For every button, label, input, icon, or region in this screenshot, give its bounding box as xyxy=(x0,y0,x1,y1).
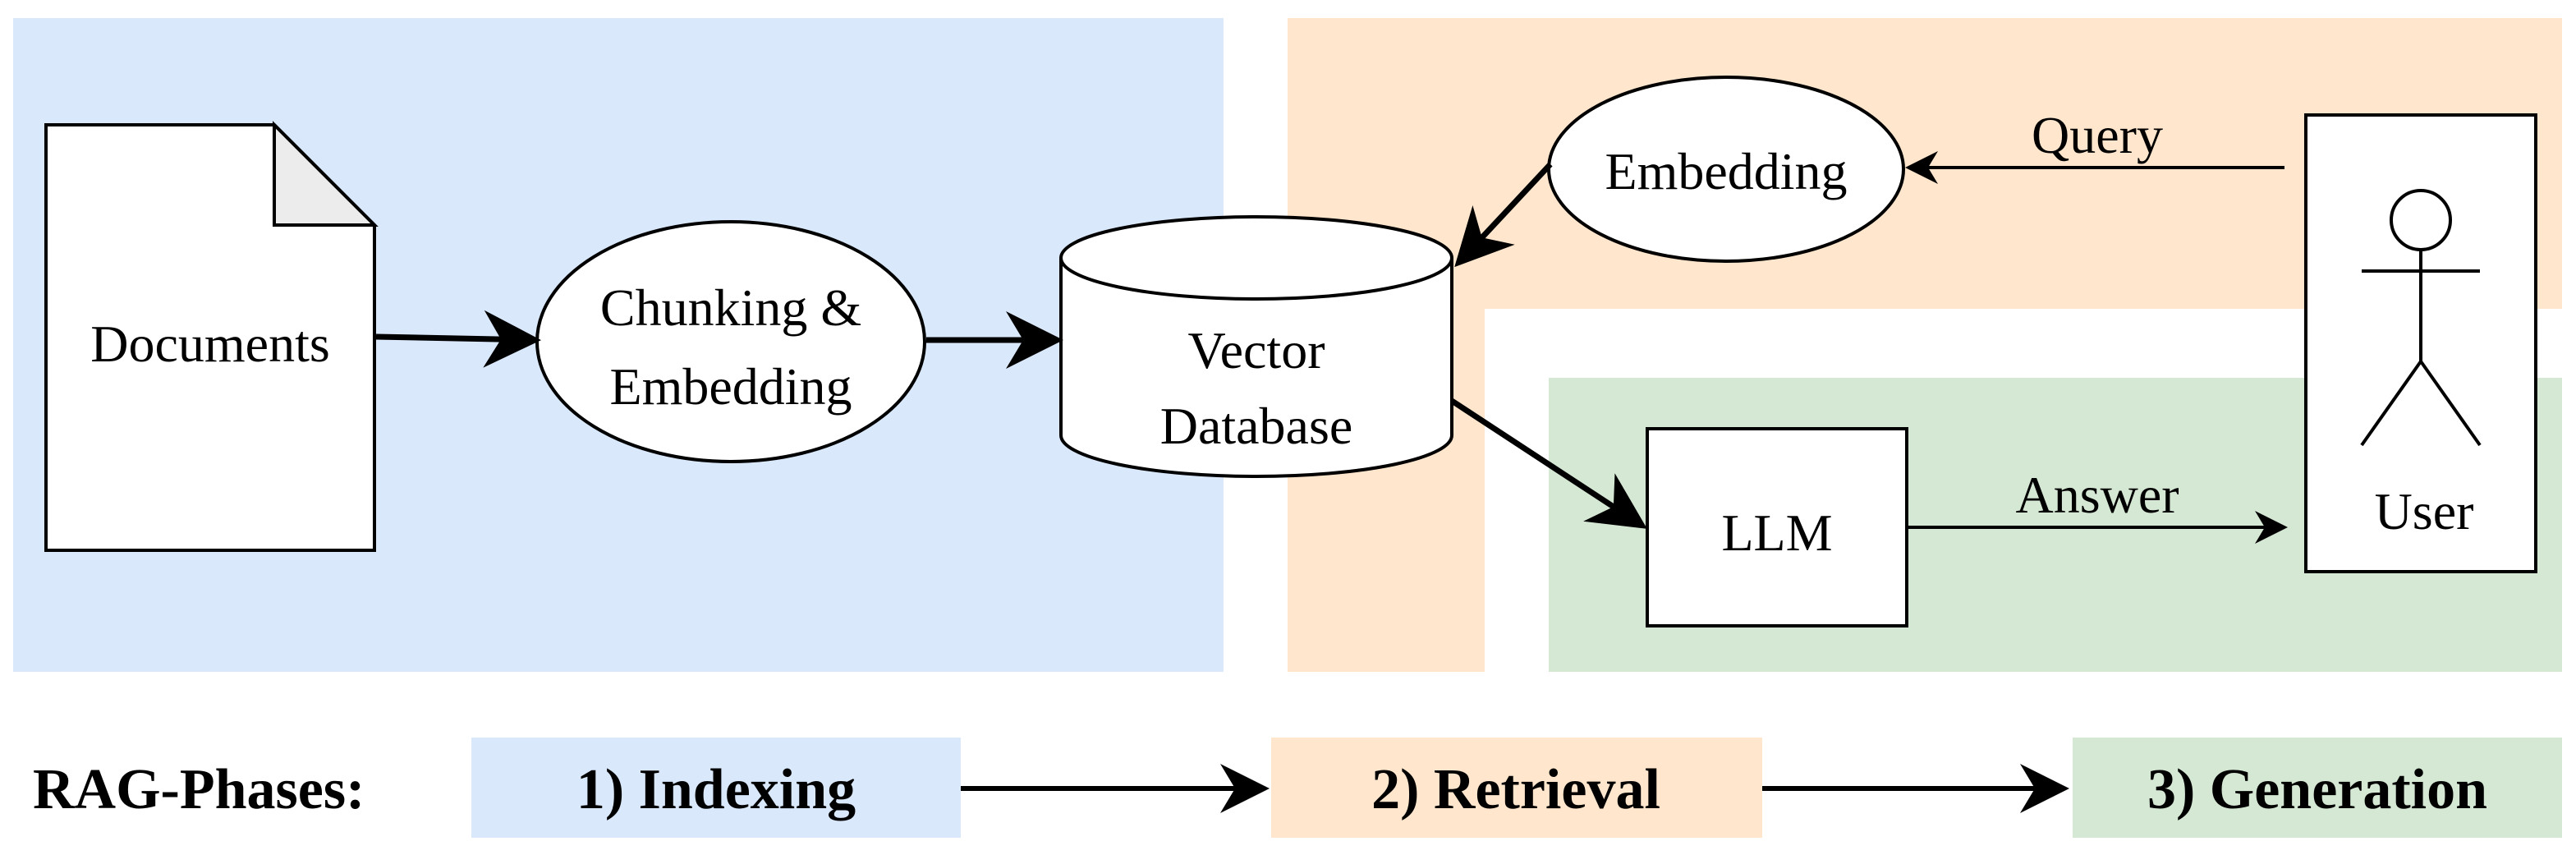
arrow-embedding-to-vectordb xyxy=(1454,162,1553,268)
legend-title: RAG-Phases: xyxy=(33,758,365,821)
chunking-label-line1: Chunking & xyxy=(600,278,861,337)
person-icon xyxy=(2360,189,2482,447)
user-node: User xyxy=(2304,113,2537,573)
legend-retrieval-swatch xyxy=(1271,738,1762,838)
documents-label: Documents xyxy=(90,315,330,373)
query-embedding-node: Embedding xyxy=(1547,76,1905,263)
chunking-embedding-node: Chunking & Embedding xyxy=(535,220,926,463)
vector-label-line1: Vector xyxy=(1187,321,1325,379)
query-edge-label: Query xyxy=(2032,106,2163,164)
documents-node: Documents xyxy=(44,121,379,552)
answer-edge-label: Answer xyxy=(2015,466,2179,524)
legend-generation-swatch xyxy=(2073,738,2562,838)
chunking-label-line2: Embedding xyxy=(609,357,852,416)
legend-indexing-swatch xyxy=(471,738,961,838)
legend-retrieval-label: 2) Retrieval xyxy=(1371,758,1660,821)
llm-node: LLM xyxy=(1646,427,1908,627)
legend-indexing-label: 1) Indexing xyxy=(576,758,856,821)
vector-label-line2: Database xyxy=(1160,397,1353,455)
vector-database-node: Vector Database xyxy=(1059,215,1453,478)
phase-legend: RAG-Phases: 1) Indexing 2) Retrieval 3) … xyxy=(33,738,2562,838)
llm-label: LLM xyxy=(1721,503,1832,562)
arrow-documents-to-chunking xyxy=(375,310,541,368)
user-label: User xyxy=(2375,482,2474,540)
legend-generation-label: 3) Generation xyxy=(2147,758,2487,821)
arrow-vectordb-to-llm xyxy=(1450,398,1647,529)
embedding-label: Embedding xyxy=(1605,142,1847,200)
